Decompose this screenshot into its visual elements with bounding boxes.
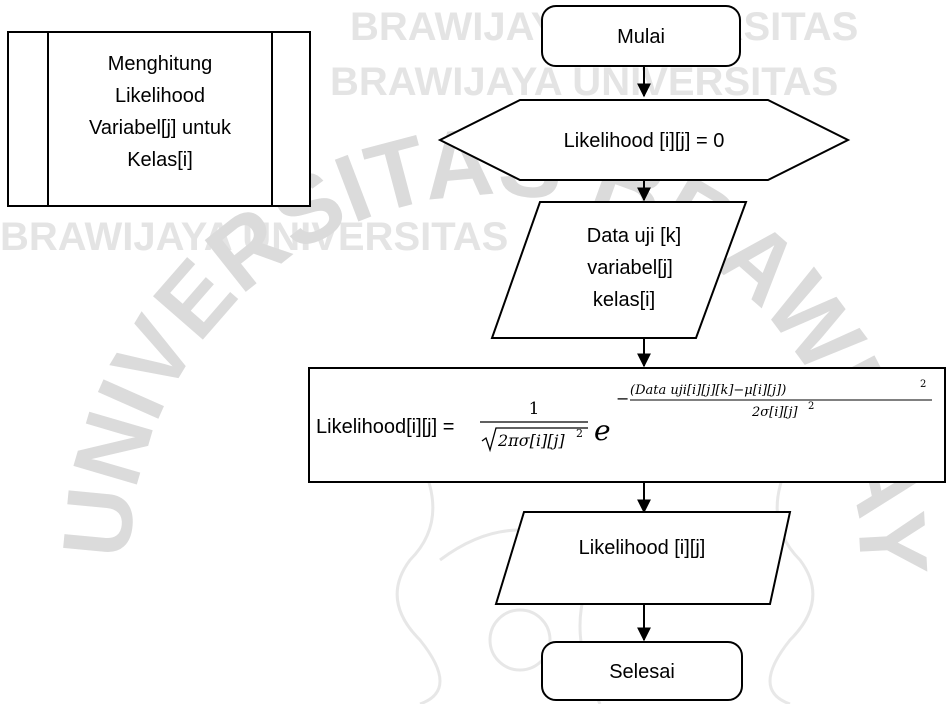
output-label: Likelihood [i][j]	[579, 537, 706, 559]
watermark-bg-text-2: BRAWIJAYA UNIVERSITAS	[330, 60, 838, 104]
init-hexagon: Likelihood [i][j] = 0	[437, 99, 851, 181]
formula-sqrt-sign	[481, 427, 588, 453]
title-box: Menghitung Likelihood Variabel[j] untuk …	[7, 31, 311, 207]
formula-denominator: 2πσ[i][j]	[497, 431, 565, 450]
title-line-4: Kelas[i]	[127, 149, 193, 171]
start-terminator: Mulai	[541, 5, 741, 67]
watermark-bg-text-3: BRAWIJAYA UNIVERSITAS	[0, 215, 508, 259]
formula-exp-numerator-sup: 2	[920, 379, 926, 390]
formula-denominator-sup: 2	[576, 427, 583, 440]
init-label: Likelihood [i][j] = 0	[564, 130, 725, 152]
start-label: Mulai	[617, 26, 665, 48]
end-terminator: Selesai	[541, 641, 743, 701]
process-lhs: Likelihood[i][j] =	[316, 416, 454, 438]
end-label: Selesai	[609, 661, 675, 683]
formula-exp-denominator: 2σ[i][j]	[751, 405, 799, 420]
title-line-1: Menghitung	[108, 53, 213, 75]
formula-base-e: e	[594, 414, 611, 447]
input-line-3: kelas[i]	[593, 289, 655, 311]
title-line-3: Variabel[j] untuk	[89, 117, 232, 139]
process-box: Likelihood[i][j] = 1 2πσ[i][j] 2 e − (Da…	[308, 367, 946, 483]
formula-numerator: 1	[529, 399, 540, 419]
input-line-2: variabel[j]	[587, 257, 673, 279]
formula-exp-sign: −	[616, 389, 629, 408]
input-parallelogram: Data uji [k] variabel[j] kelas[i]	[490, 201, 748, 339]
formula-exp-denominator-sup: 2	[808, 401, 814, 412]
formula-exp-numerator: (Data uji[i][j][k]−μ[i][j])	[630, 383, 786, 398]
output-parallelogram: Likelihood [i][j]	[494, 511, 792, 605]
title-line-2: Likelihood	[115, 85, 205, 107]
input-line-1: Data uji [k]	[587, 225, 681, 247]
